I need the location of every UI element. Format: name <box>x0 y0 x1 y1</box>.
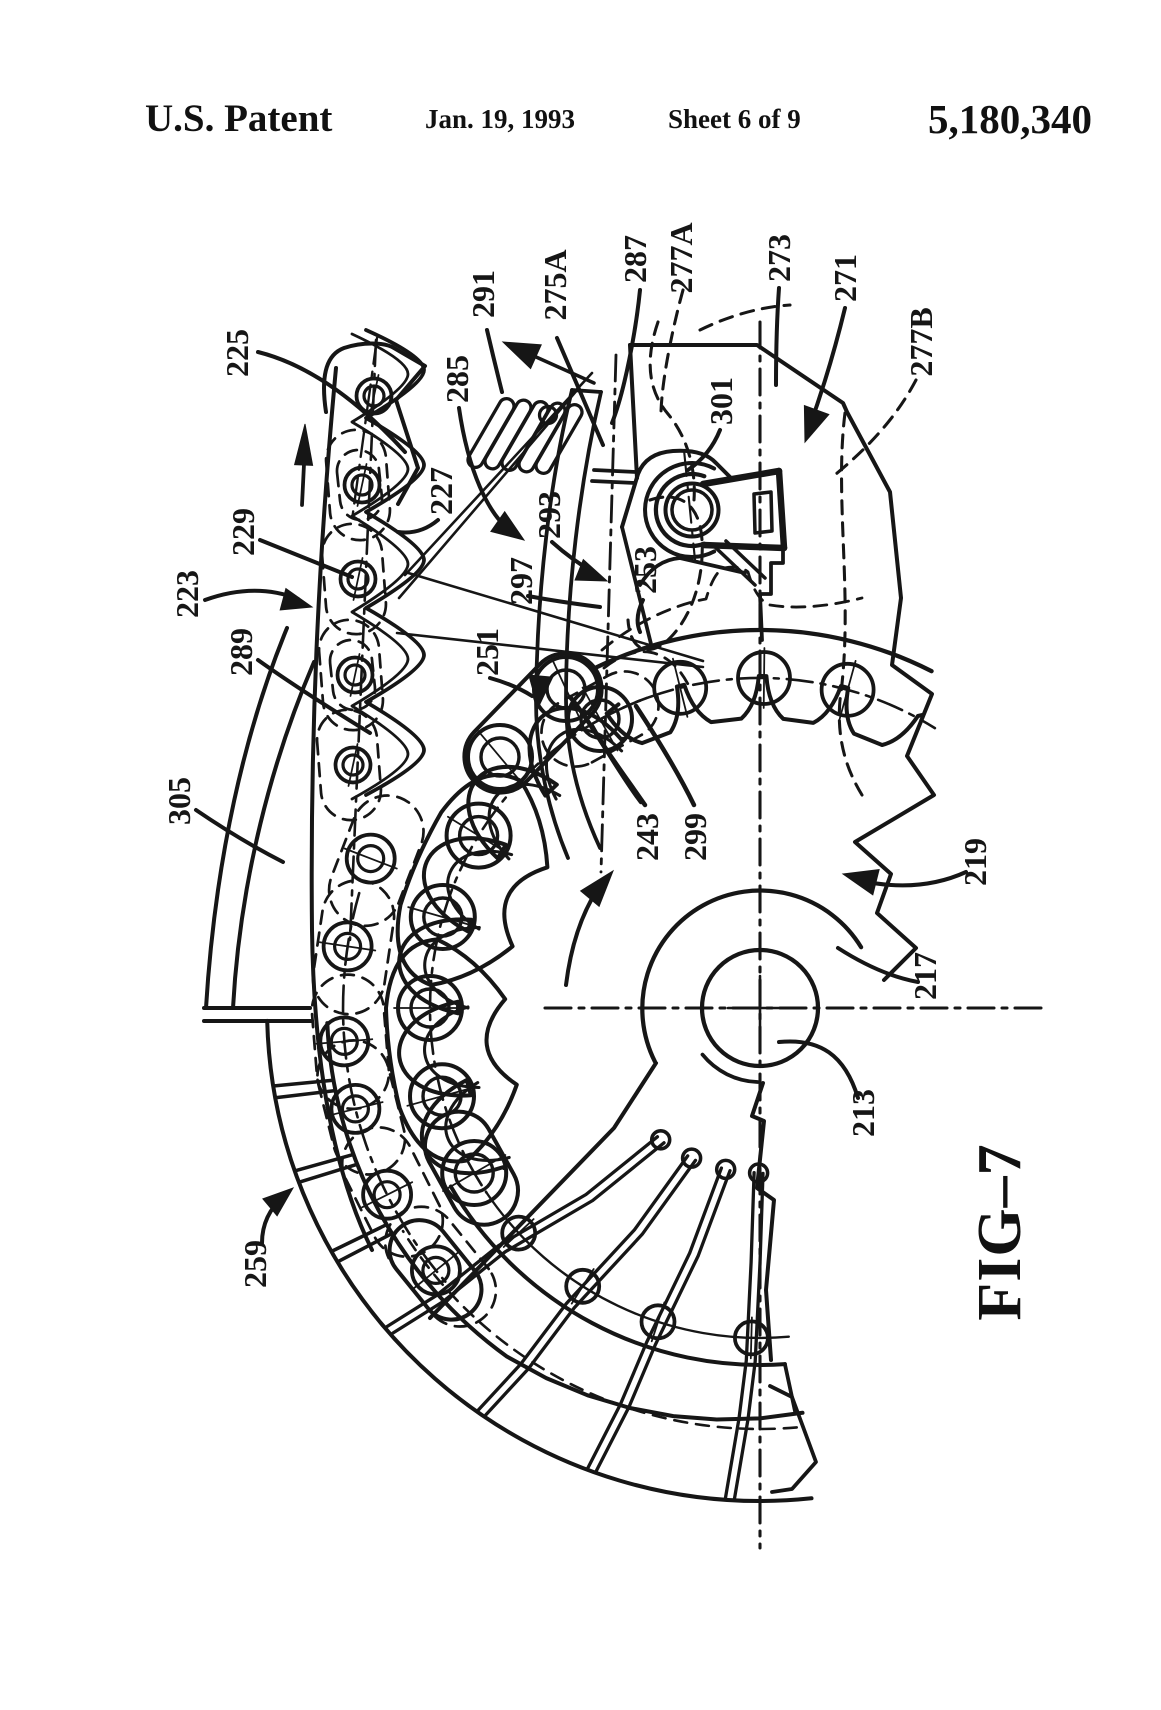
svg-text:227: 227 <box>423 467 459 515</box>
svg-text:5,180,340: 5,180,340 <box>928 96 1092 142</box>
svg-text:293: 293 <box>531 491 567 539</box>
svg-text:229: 229 <box>225 508 261 556</box>
svg-text:219: 219 <box>957 838 993 886</box>
svg-text:277B: 277B <box>903 307 939 376</box>
svg-text:FIG–7: FIG–7 <box>966 1143 1034 1320</box>
svg-text:259: 259 <box>237 1240 273 1288</box>
svg-text:287: 287 <box>617 235 653 283</box>
svg-text:251: 251 <box>469 628 505 676</box>
svg-text:217: 217 <box>907 952 943 1000</box>
svg-text:223: 223 <box>169 570 205 618</box>
svg-text:273: 273 <box>761 234 797 282</box>
svg-text:291: 291 <box>465 270 501 318</box>
svg-text:Jan. 19, 1993: Jan. 19, 1993 <box>425 104 575 134</box>
svg-text:U.S. Patent: U.S. Patent <box>145 97 332 140</box>
svg-text:289: 289 <box>223 628 259 676</box>
svg-text:225: 225 <box>219 329 255 377</box>
svg-text:213: 213 <box>845 1089 881 1137</box>
svg-text:297: 297 <box>503 557 539 605</box>
svg-text:243: 243 <box>629 813 665 861</box>
svg-text:271: 271 <box>827 254 863 302</box>
svg-text:Sheet 6 of 9: Sheet 6 of 9 <box>668 104 801 134</box>
svg-text:305: 305 <box>161 777 197 825</box>
svg-text:301: 301 <box>703 377 739 425</box>
svg-text:275A: 275A <box>537 249 573 320</box>
svg-text:277A: 277A <box>663 222 699 293</box>
svg-text:253: 253 <box>627 546 663 594</box>
svg-text:285: 285 <box>439 355 475 403</box>
svg-text:299: 299 <box>677 813 713 861</box>
